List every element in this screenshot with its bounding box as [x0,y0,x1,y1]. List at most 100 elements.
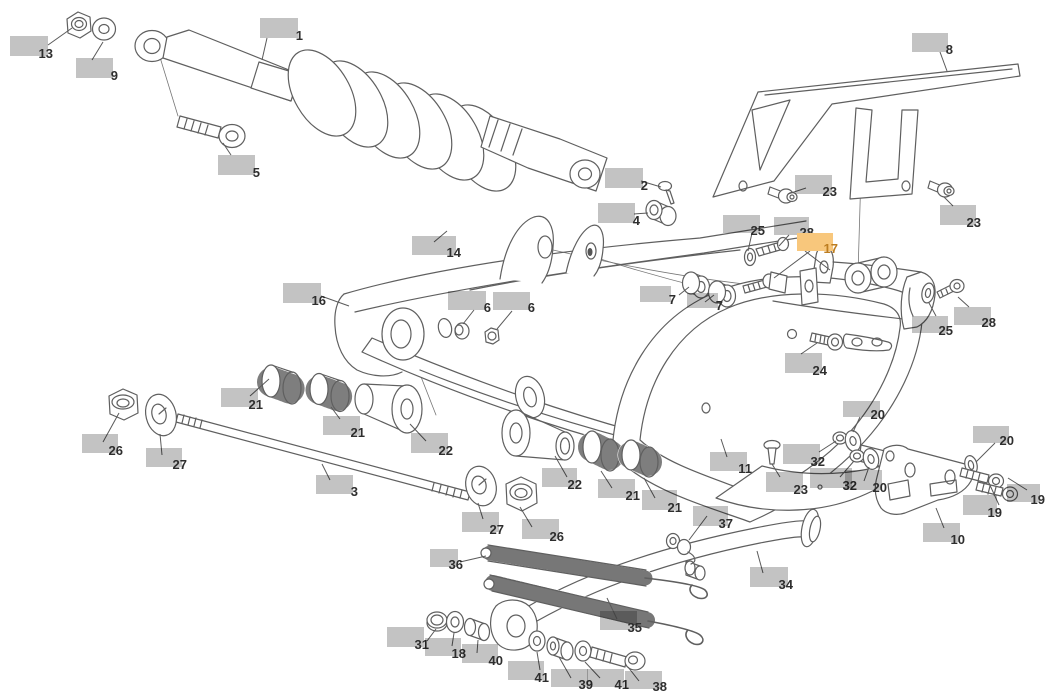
part-label-17[interactable]: 17 [797,233,838,255]
part-label-21a[interactable]: 21 [221,388,263,411]
leader-line-39 [558,656,572,679]
leader-line-5 [222,142,232,156]
part-number: 31 [414,637,429,652]
part-label-25b[interactable]: 25 [912,316,953,337]
leader-line-21a [249,378,270,397]
part-number: 41 [534,670,549,685]
leader-line-3 [321,463,331,481]
leader-line-14 [433,230,448,243]
part-label-9[interactable]: 9 [76,58,118,82]
part-number: 21 [667,500,682,515]
part-number: 10 [950,532,965,547]
part-label-5[interactable]: 5 [218,155,260,179]
part-label-10[interactable]: 10 [923,523,965,546]
part-label-37[interactable]: 37 [693,506,733,530]
part-number: 21 [248,397,263,412]
part-label-14[interactable]: 14 [412,236,461,259]
part-label-6a[interactable]: 6 [448,291,491,314]
leader-line-27b [477,502,484,520]
part-number: 13 [38,46,53,61]
part-number: 6 [483,300,491,315]
part-label-25a[interactable]: 25 [723,215,765,237]
part-number: 20 [999,433,1014,448]
part-label-31[interactable]: 31 [387,627,429,651]
part-label-3[interactable]: 3 [316,475,358,498]
part-label-20a[interactable]: 20 [843,401,885,421]
part-number: 36 [448,557,463,572]
part-number: 1 [295,28,303,43]
part-label-26a[interactable]: 26 [82,434,123,457]
leader-line-18 [451,632,455,647]
part-label-23b[interactable]: 23 [940,205,981,229]
leader-line-26b [519,506,533,528]
part-label-18[interactable]: 18 [425,638,466,660]
leader-lines [47,27,1028,682]
leader-line-35 [606,597,618,620]
leader-line-7a [678,286,690,296]
part-label-27b[interactable]: 27 [462,512,504,536]
part-number: 9 [110,68,118,83]
part-label-41b[interactable]: 41 [587,669,629,691]
leader-line-23c [771,463,781,478]
leader-line-25a [747,232,753,252]
part-label-35[interactable]: 35 [600,611,642,634]
part-label-21c[interactable]: 21 [598,479,640,502]
part-label-36[interactable]: 36 [430,549,463,571]
part-label-11[interactable]: 11 [710,452,752,475]
part-label-21b[interactable]: 21 [323,416,365,439]
part-number: 26 [108,443,123,458]
leader-line-24 [800,342,818,355]
part-label-22a[interactable]: 22 [411,433,453,457]
part-number: 23 [822,184,837,199]
part-label-24[interactable]: 24 [785,353,827,377]
washer-9-drawing [91,17,117,41]
leader-line-21c [600,470,613,489]
leader-line-17 [773,250,811,279]
part-label-20c[interactable]: 20 [973,426,1014,447]
part-number: 3 [350,484,358,499]
part-label-23c[interactable]: 23 [766,472,808,496]
part-label-2[interactable]: 2 [605,168,648,192]
part-number: 4 [632,213,640,228]
part-label-6b[interactable]: 6 [493,292,535,314]
leader-line-25b [928,302,937,317]
part-number: 16 [311,293,326,308]
part-label-19b[interactable]: 19 [963,495,1002,519]
part-number: 20 [872,480,887,495]
part-label-23a[interactable]: 23 [795,175,837,198]
part-label-32a[interactable]: 32 [783,444,825,468]
part-label-40[interactable]: 40 [462,644,503,667]
part-label-28b[interactable]: 28 [954,307,996,329]
leader-line-16 [320,295,350,307]
part-number: 21 [350,425,365,440]
part-label-16[interactable]: 16 [283,283,326,307]
part-label-8[interactable]: 8 [912,33,953,56]
leader-line-4 [633,212,649,215]
leader-line-23b [943,196,954,207]
part-label-34[interactable]: 34 [750,567,793,591]
part-label-13[interactable]: 13 [10,36,53,60]
part-label-41a[interactable]: 41 [508,661,549,684]
leader-line-10 [935,507,945,529]
leader-line-31 [426,628,437,642]
part-label-7a[interactable]: 7 [640,286,676,306]
part-label-27a[interactable]: 27 [146,448,187,471]
leader-line-41b [584,661,601,679]
part-label-19a[interactable]: 19 [1007,484,1045,506]
part-number: 7 [668,292,676,307]
swingarm-drawing [334,215,936,377]
part-label-38[interactable]: 38 [625,671,667,693]
part-label-32b[interactable]: 32 [810,468,857,492]
leader-line-37 [688,515,708,541]
part-label-22b[interactable]: 22 [542,468,582,491]
part-label-20b[interactable]: 20 [845,470,887,494]
part-label-4[interactable]: 4 [598,203,640,227]
shock-absorber-drawing [134,29,608,192]
part-label-21d[interactable]: 21 [642,490,682,514]
part-label-26b[interactable]: 26 [522,519,564,543]
part-label-7b[interactable]: 7 [687,293,723,312]
leader-line-23a [787,187,807,195]
part-label-1[interactable]: 1 [260,18,303,42]
part-number: 22 [567,477,582,492]
part-label-39[interactable]: 39 [551,669,593,691]
